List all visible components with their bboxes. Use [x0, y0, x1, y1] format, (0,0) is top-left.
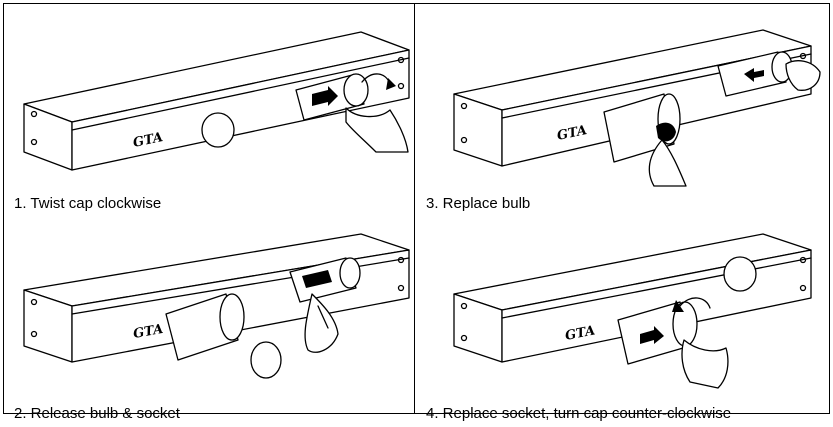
- step-4-caption: 4. Replace socket, turn cap counter-cloc…: [426, 405, 732, 422]
- brand-logo: GTA: [564, 323, 596, 343]
- figure-border: [3, 3, 830, 414]
- brand-logo: GTA: [132, 322, 164, 342]
- step-2-caption: 2. Release bulb & socket: [14, 405, 180, 422]
- step-4-illustration: GTA: [453, 233, 812, 389]
- step-1-caption: 1. Twist cap clockwise: [14, 195, 162, 212]
- column-divider: [414, 3, 415, 414]
- step-3-illustration: GTA: [453, 29, 821, 187]
- step-1-illustration: GTA: [23, 31, 410, 171]
- step-2-illustration: GTA: [23, 233, 410, 379]
- instruction-figure: GTA 1. Twist cap clockwise GTA: [3, 3, 830, 422]
- step-3-panel: GTA 3. Replace bulb: [418, 12, 828, 217]
- step-4-panel: GTA 4. Replace socket, turn cap counter-…: [418, 222, 828, 427]
- step-1-panel: GTA 1. Twist cap clockwise: [6, 12, 416, 217]
- step-2-panel: GTA 2. Release bulb & socket: [6, 222, 416, 427]
- brand-logo: GTA: [132, 130, 165, 151]
- step-3-caption: 3. Replace bulb: [426, 195, 531, 212]
- brand-logo: GTA: [556, 123, 589, 144]
